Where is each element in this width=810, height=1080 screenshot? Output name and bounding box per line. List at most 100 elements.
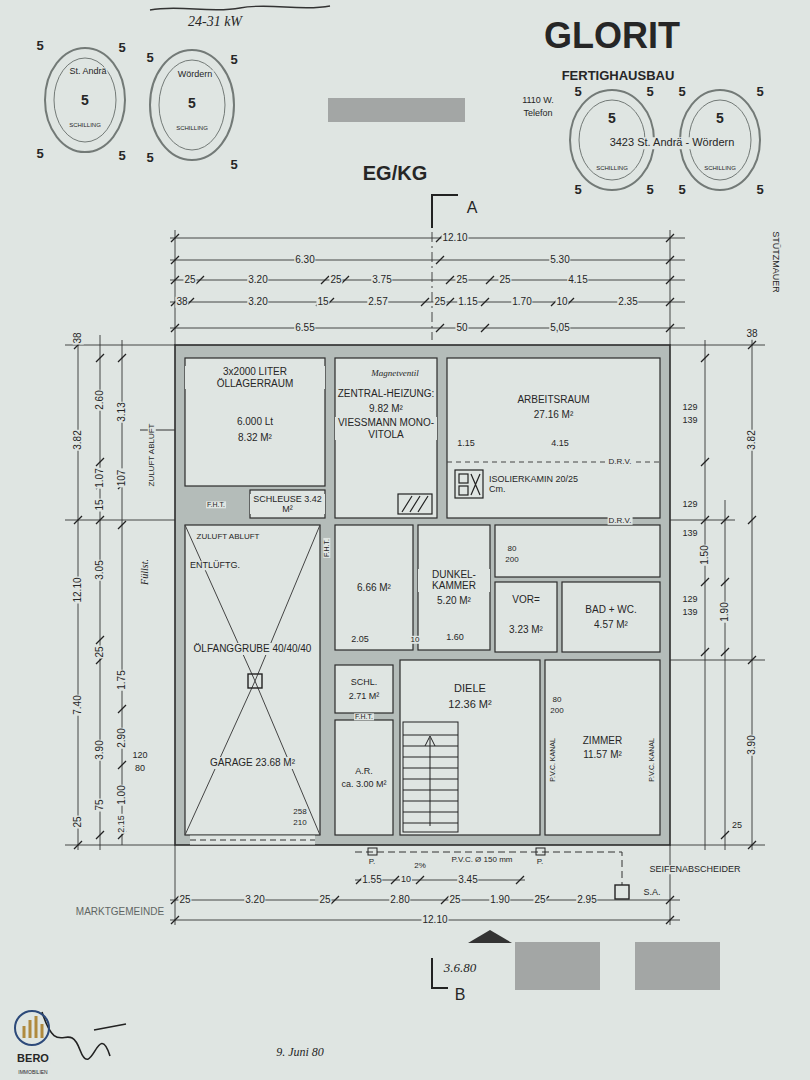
note-label: ZULUFT ABLUFT [196,533,261,541]
stamp-text: 5 [607,111,617,126]
dimension-label: 1.07 [95,467,106,488]
dimension-label: 2.90 [117,727,128,748]
oil-pit-symbol [248,674,262,688]
dimension-label: 3.13 [117,401,128,422]
note-label: P.V.C. KANAL [648,737,655,783]
room-label: 6.000 Lt [236,416,274,428]
room-label: ca. 3.00 M² [340,779,387,789]
pipe-fitting [368,848,377,855]
room-box: ÖLFANGGRUBE 40/40/40GARAGE 23.68 M² [185,525,320,835]
dimension-label: 1.90 [489,895,510,906]
dimension-label: 3.75 [371,275,392,286]
stamp-group [45,48,760,190]
note-label: P. [368,858,377,866]
dimension-label: 25 [183,275,196,286]
dimension-label: 139 [681,608,698,617]
logo-bars [24,1016,42,1038]
dimension-label: 25 [318,895,331,906]
note-label: P. [536,858,545,866]
stamp-text: 5 [229,53,238,67]
dimension-label: 258 [292,808,307,816]
dimension-label: 139 [681,416,698,425]
dimension-label: 1.90 [720,601,731,622]
stamp-text: 5 [117,149,126,163]
dimension-label: 4.15 [550,439,570,448]
note-label: 80 [507,545,518,553]
room-label: 3.23 M² [508,624,544,636]
room-label: BAD + WC. [584,604,637,616]
room-label: 8.32 M² [237,432,273,444]
dimension-label: 129 [681,500,698,509]
stamp-text: 5 [145,151,154,165]
note-label: 3.6.80 [443,961,478,975]
dimension-label: 3.20 [247,275,268,286]
dimension-label: 129 [681,595,698,604]
stamp-text: 5 [573,183,582,197]
room-box: ZIMMER11.57 M² [545,660,660,835]
dimension-label: 1.55 [361,875,382,886]
stamp-text: 5 [645,183,654,197]
dimension-label: 1.00 [117,784,128,805]
note-label: P.V.C. Ø 150 mm [451,856,514,864]
dimension-label: 10 [555,297,568,308]
soap-separator-symbol [615,885,629,899]
header-text: 1110 W. [521,96,555,105]
dimension-label: 3.90 [747,734,758,755]
section-line [432,232,433,340]
dimension-label: 25 [533,895,546,906]
header-text: IMMOBILIEN [17,1070,48,1075]
dimension-label: 38 [175,297,188,308]
note-label: 2% [413,862,427,870]
dimension-label: 3.82 [747,429,758,450]
dimension-label: 139 [681,529,698,538]
section-marker: B [454,987,467,1004]
stamp-text: 5 [715,111,725,126]
stamp-text: 5 [677,85,686,99]
room-box: 3x2000 LITER ÖLLAGERRAUM6.000 Lt8.32 M² [185,358,325,486]
room-label: ZENTRAL-HEIZUNG: [337,388,436,400]
dimension-label: 6.30 [294,255,315,266]
dimension-label: 50 [455,323,468,334]
dimension-label: 25 [95,645,106,658]
dimension-label: 129 [681,403,698,412]
note-label: 80 [552,696,563,704]
note-label: P.V.C. KANAL [549,737,556,783]
header-text: Telefon [522,109,553,118]
header-text: BERO [16,1053,50,1065]
room-label: 27.16 M² [533,409,574,421]
garage-door-line [190,840,315,841]
room-label: SCHL. [350,677,379,687]
stamp-text: Wördern [177,70,214,79]
stamp-text: SCHILLING [68,122,102,128]
room-label: ZIMMER [582,735,623,747]
dimension-label: 75 [95,798,106,811]
chimney-box: ISOLIERKAMIN 20/25 Cm. [452,466,592,502]
stamp-text: St. Andrä [68,67,107,76]
room-box: A.R.ca. 3.00 M² [335,720,393,835]
note-label: Füllst. [140,558,151,586]
room-label: VOR= [511,594,541,606]
stair-symbol [403,722,458,832]
note-label: F.H.T. [323,538,330,558]
room-outline [185,358,660,835]
logo-ring [15,1011,49,1045]
note-label: STÜTZMAUER [770,230,779,294]
dimension-label: 1.50 [700,544,711,565]
note-label: ZULUFT ABLUFT [148,423,156,488]
dimension-label: 5.30 [549,255,570,266]
dimension-label: 25 [731,821,743,830]
heater-symbol [398,494,432,514]
dimension-label: 25 [498,275,511,286]
dimension-label: 6.55 [294,323,315,334]
room-box: SCHLEUSE 3.42 M² [250,490,325,518]
dimension-label: 3.05 [95,559,106,580]
room-box: ZENTRAL-HEIZUNG:9.82 M²VIESSMANN MONO-VI… [335,358,437,518]
dimension-label: 210 [292,819,307,827]
note-label: 200 [504,556,519,564]
dimension-label: 3.82 [73,429,84,450]
stamp-text: 5 [229,158,238,172]
room-box: ARBEITSRAUM27.16 M²ISOLIERKAMIN 20/25 Cm… [447,358,660,518]
room-label: SCHLEUSE 3.42 M² [250,494,325,515]
stamp-text: 5 [755,85,764,99]
room-box: VOR= 3.23 M² [495,582,557,652]
